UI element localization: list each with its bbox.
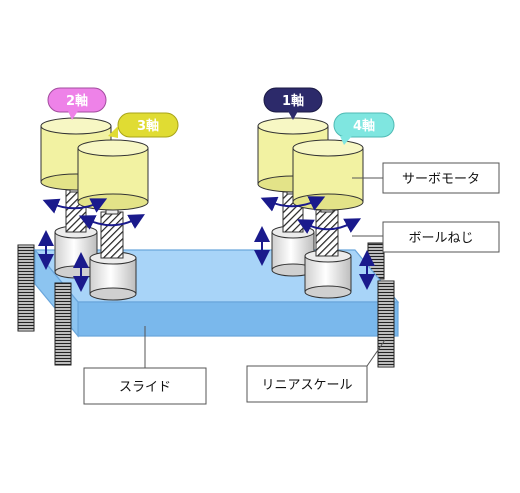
rotation-arrow-icon	[260, 196, 326, 212]
linear-scale-rail-right-front	[377, 280, 395, 368]
linear-scale-rail-left-back	[17, 244, 35, 332]
axis2-label: 2軸	[66, 93, 88, 109]
axis3-nut-cylinder	[89, 251, 137, 301]
linear-scale-rail-left-front	[54, 282, 72, 366]
linear-scale-label: リニアスケール	[261, 378, 352, 393]
ball-screw-label: ボールねじ	[408, 231, 473, 246]
axis3-servo-motor	[77, 139, 149, 211]
callout-lines	[144, 177, 386, 368]
axis4-label: 4軸	[353, 118, 375, 134]
axis4-badge: 4軸	[333, 112, 395, 145]
slide-callout: スライド	[83, 367, 207, 405]
axis4-ball-screw	[315, 209, 339, 257]
rotation-arrow-icon	[42, 198, 108, 214]
servo-motor-label: サーボモータ	[402, 172, 480, 187]
axis1-badge: 1軸	[263, 87, 323, 120]
axis3-badge: 3軸	[108, 112, 179, 138]
rotation-arrow-icon	[296, 218, 362, 234]
axis3-label: 3軸	[137, 118, 159, 134]
ball-screw-callout: ボールねじ	[382, 221, 500, 253]
servo-motor-callout: サーボモータ	[382, 162, 500, 194]
axis1-label: 1軸	[282, 93, 304, 109]
axis2-badge: 2軸	[47, 87, 107, 120]
rotation-arrow-icon	[78, 214, 145, 230]
axis3-ball-screw	[100, 211, 124, 259]
axis4-nut-cylinder	[304, 249, 352, 299]
slide-label: スライド	[119, 380, 171, 395]
axis4-servo-motor	[292, 139, 364, 211]
linear-scale-callout: リニアスケール	[246, 365, 368, 403]
